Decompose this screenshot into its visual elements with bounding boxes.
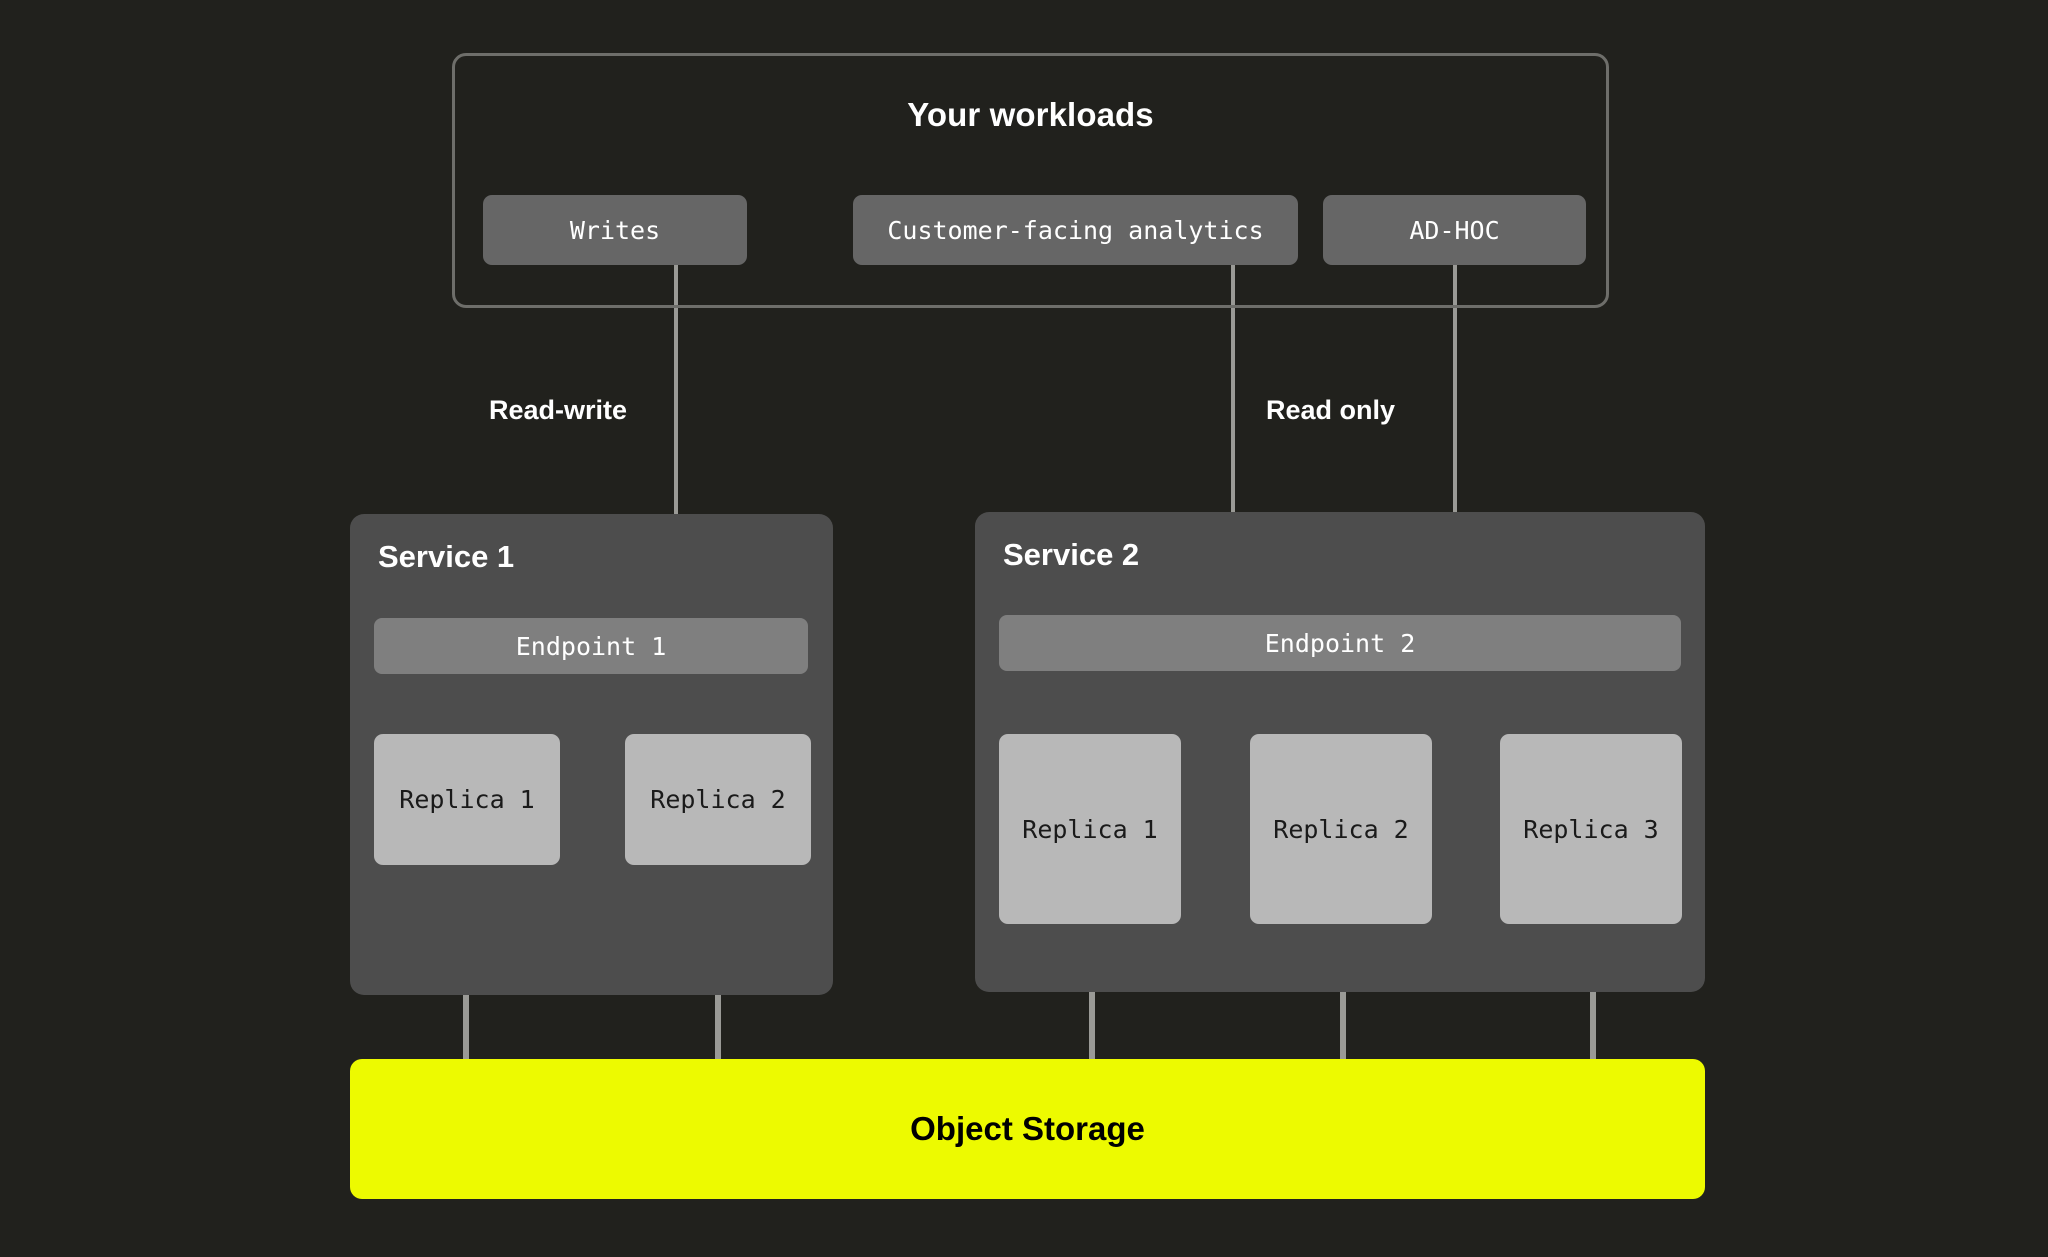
service-1-title: Service 1 (378, 539, 515, 574)
endpoint-1[interactable]: Endpoint 1 (374, 618, 808, 674)
workloads-container: Your workloads Writes Customer-facing an… (452, 53, 1609, 308)
service-2-replica-1[interactable]: Replica 1 (999, 734, 1181, 924)
service-2-replica-2[interactable]: Replica 2 (1250, 734, 1432, 924)
workload-chip-ad-hoc[interactable]: AD-HOC (1323, 195, 1586, 265)
service-1-replica-2[interactable]: Replica 2 (625, 734, 811, 865)
workload-chip-customer-facing-analytics[interactable]: Customer-facing analytics (853, 195, 1298, 265)
object-storage-bar[interactable]: Object Storage (350, 1059, 1705, 1199)
service-panel-1: Service 1 Endpoint 1 Replica 1 Replica 2 (350, 514, 833, 995)
service-panel-2: Service 2 Endpoint 2 Replica 1 Replica 2… (975, 512, 1705, 992)
flow-label-read-only: Read only (1266, 395, 1396, 425)
flow-label-read-write: Read-write (489, 395, 628, 425)
service-2-replica-3[interactable]: Replica 3 (1500, 734, 1682, 924)
service-1-replica-1[interactable]: Replica 1 (374, 734, 560, 865)
workloads-title: Your workloads (907, 96, 1154, 133)
service-2-title: Service 2 (1003, 537, 1140, 572)
endpoint-2[interactable]: Endpoint 2 (999, 615, 1681, 671)
workloads-chip-row: Writes Customer-facing analytics AD-HOC (455, 195, 1606, 265)
workload-chip-writes[interactable]: Writes (483, 195, 747, 265)
